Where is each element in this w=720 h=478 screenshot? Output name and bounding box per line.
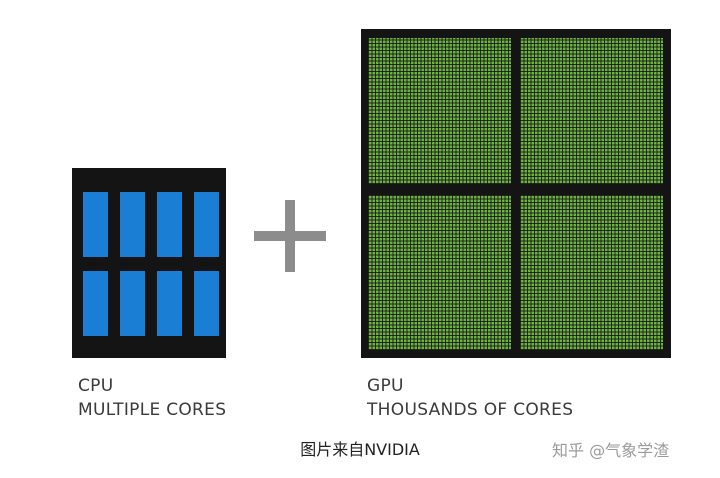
cpu-core [83, 271, 108, 336]
cpu-core [120, 271, 145, 336]
cpu-core [157, 271, 182, 336]
cpu-core [194, 192, 219, 257]
cpu-core [194, 271, 219, 336]
gpu-label-title: GPU [367, 376, 404, 396]
gpu-chip [361, 29, 671, 358]
cpu-core [83, 192, 108, 257]
cpu-label: CPU MULTIPLE CORES [78, 374, 226, 422]
image-source-caption: 图片来自NVIDIA [300, 440, 420, 459]
cpu-core [157, 192, 182, 257]
cpu-chip [72, 168, 226, 358]
gpu-core-grid-top-right [520, 38, 663, 184]
watermark: 知乎 @气象学渣 [552, 441, 670, 460]
gpu-core-grid-bottom-left [368, 195, 511, 350]
gpu-core-grid-top-left [368, 38, 511, 184]
cpu-core [120, 192, 145, 257]
gpu-core-grid-bottom-right [520, 195, 663, 350]
plus-icon [254, 200, 326, 272]
gpu-label-subtitle: THOUSANDS OF CORES [367, 400, 574, 420]
cpu-label-title: CPU [78, 376, 114, 396]
plus-vertical-bar [285, 200, 295, 272]
gpu-label: GPU THOUSANDS OF CORES [367, 374, 573, 422]
cpu-label-subtitle: MULTIPLE CORES [78, 400, 227, 420]
